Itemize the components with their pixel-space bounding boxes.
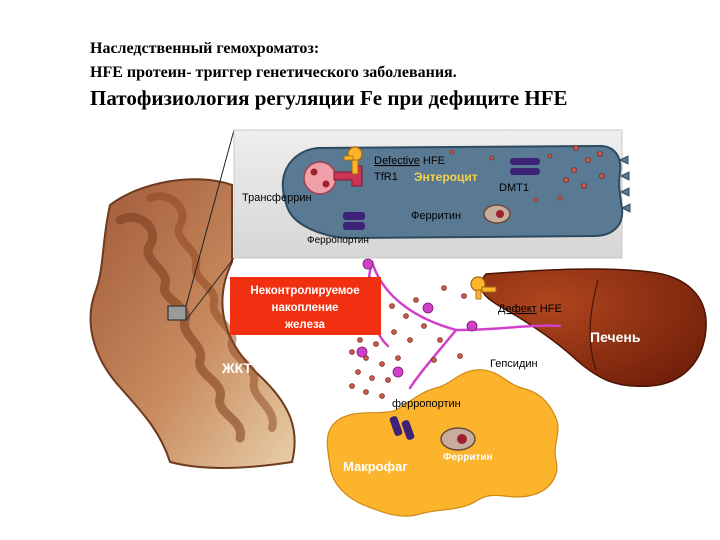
gut-body [89, 178, 296, 469]
ferroportin-enterocyte-label: Ферропортин [307, 235, 369, 246]
title-line-3: Патофизиология регуляции Fe при дефиците… [90, 86, 568, 110]
iron-dots-circulation [349, 285, 467, 399]
enterocyte-label: Энтероцит [414, 170, 478, 184]
title-line-2: HFE протеин- триггер генетического забол… [90, 64, 457, 81]
liver-label: Печень [590, 329, 641, 345]
liver: Печень Дефект HFE Гепсидин [470, 268, 707, 388]
gut-label: ЖКТ [221, 360, 253, 376]
zoom-line-bottom [185, 257, 235, 321]
defect-hfe-protein [470, 276, 497, 300]
dmt1-label: DMT1 [499, 182, 529, 194]
macrophage: ферропортин Ферритин Макрофаг [326, 369, 559, 517]
defective-hfe-protein [343, 146, 363, 175]
ferroportin-macrophage-label: ферропортин [392, 398, 461, 410]
defect-hfe-gene: HFE [537, 303, 562, 315]
defect-word: Дефект [498, 303, 537, 315]
enterocyte-panel: Defective HFE TfR1 Энтероцит Трансферрин… [233, 129, 631, 259]
ferritin-macrophage-label: Ферритин [443, 452, 493, 463]
transferrin-iron-1 [310, 168, 318, 176]
zoom-line-top [185, 129, 235, 307]
liver-body [480, 268, 707, 388]
gut-zoom-marker [167, 305, 187, 321]
tfr1-label: TfR1 [374, 171, 398, 183]
hepcidin-label: Гепсидин [490, 358, 538, 370]
callout-line-2: накопление [272, 302, 339, 314]
defect-hfe-label: Дефект HFE [498, 303, 562, 315]
gut-fold-lines-2 [146, 192, 277, 432]
callout-line-3: железа [284, 319, 326, 331]
ferroportin-enterocyte [343, 212, 365, 230]
liver-lobe-line [589, 279, 599, 371]
macrophage-label: Макрофаг [343, 459, 408, 474]
transferrin-label: Трансферрин [242, 192, 312, 204]
defective-hfe-label: Defective HFE [374, 155, 445, 167]
iron-dots-enterocyte [449, 145, 605, 203]
dmt1-transporter [510, 158, 540, 175]
transferrin-molecule [303, 161, 337, 195]
gut-segment: ЖКТ [89, 129, 296, 469]
transferrin-iron-2 [322, 180, 330, 188]
ferritin-enterocyte-core [496, 210, 504, 218]
ferritin-macrophage-core [457, 434, 467, 444]
microvilli [618, 155, 631, 213]
defective-hfe-gene: HFE [420, 155, 445, 167]
uncontrolled-iron-callout: Неконтролируемое накопление железа [230, 277, 381, 335]
ferroportin-macrophage [389, 416, 415, 440]
title-line-1: Наследственный гемохроматоз: [90, 40, 320, 57]
enterocyte-cell [281, 144, 624, 240]
callout-box [230, 277, 381, 335]
callout-line-1: Неконтролируемое [250, 285, 359, 297]
ferritin-enterocyte-label: Ферритин [411, 210, 461, 222]
defective-word: Defective [374, 155, 420, 167]
